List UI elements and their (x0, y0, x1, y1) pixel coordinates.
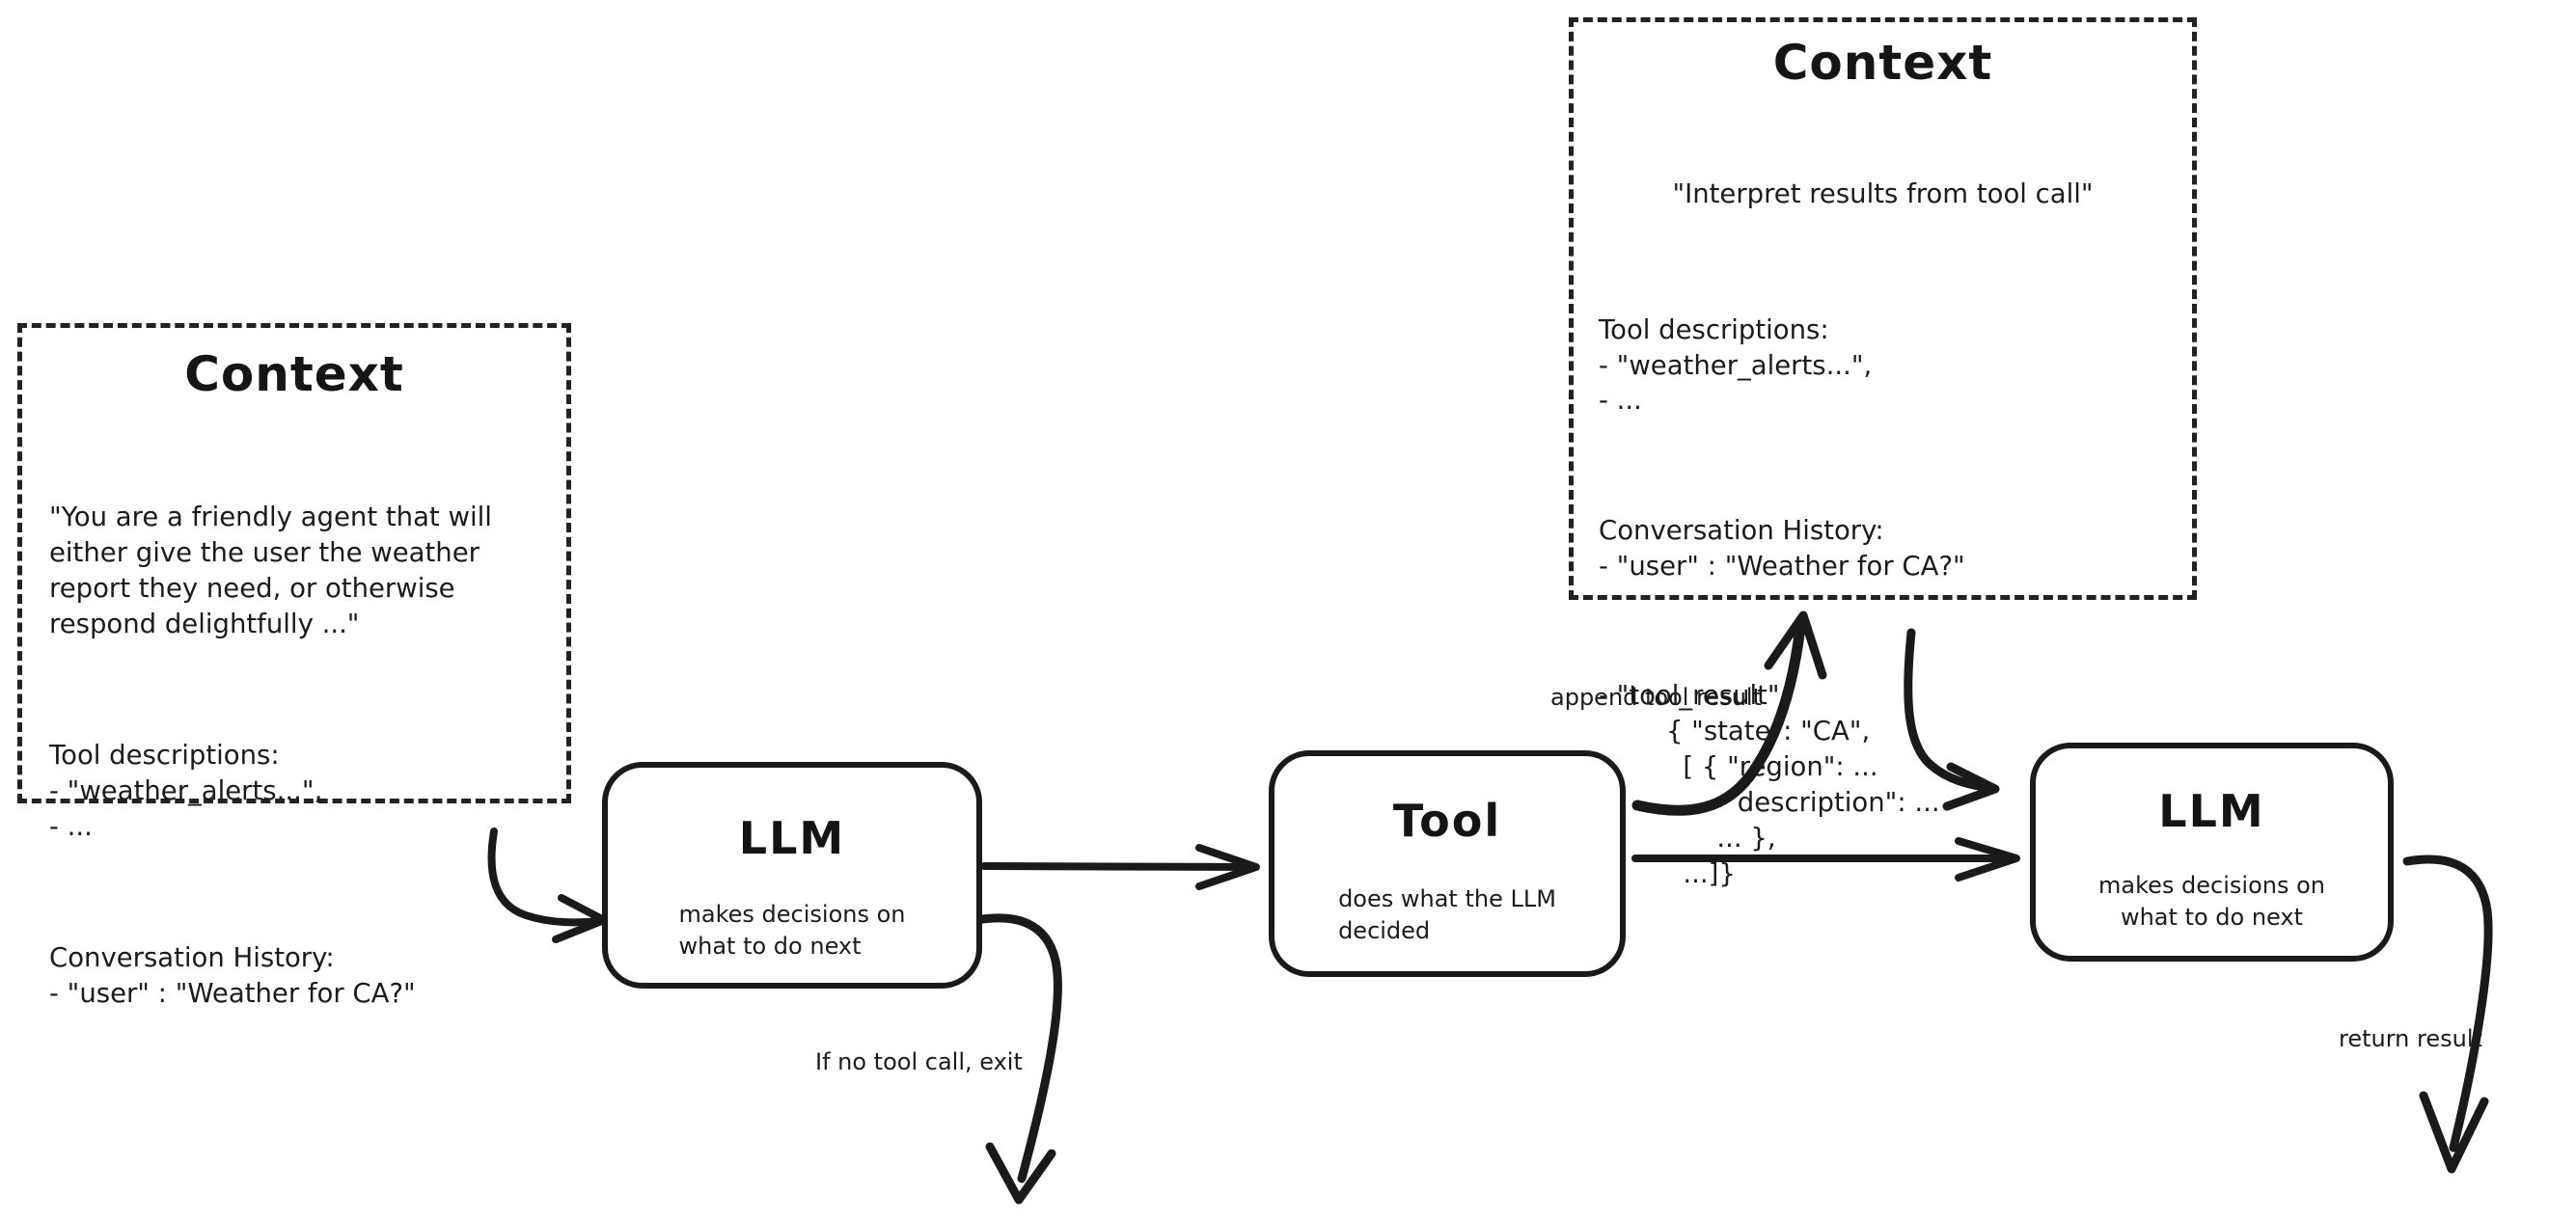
context-left-conversation-history: Conversation History: - "user" : "Weathe… (49, 942, 416, 1010)
node-llm-first-subtitle: makes decisions on what to do next (678, 901, 906, 960)
context-right-conversation-history: Conversation History: - "user" : "Weathe… (1599, 514, 1965, 582)
context-right-body: "Interpret results from tool call" Tool … (1599, 106, 2167, 963)
context-box-right: Context "Interpret results from tool cal… (1569, 17, 2197, 889)
edge-llm1-to-tool (980, 844, 1260, 890)
context-left-title: Context (184, 346, 404, 402)
node-tool-subtitle: does what the LLM decided (1338, 885, 1556, 944)
context-left-body: "You are a friendly agent that will eith… (49, 429, 539, 1083)
node-tool[interactable]: Tool does what the LLM decided (1269, 750, 1626, 977)
context-left-system-prompt: "You are a friendly agent that will eith… (49, 502, 492, 639)
edge-label-return-result: return result (2339, 1025, 2482, 1052)
edge-label-if-no-tool-call-exit: If no tool call, exit (815, 1048, 1023, 1075)
context-box-left: Context "You are a friendly agent that w… (17, 323, 571, 1009)
edge-llm2-return-result (2402, 855, 2493, 1174)
context-right-title: Context (1772, 35, 1993, 91)
edge-label-append-tool-result: append tool result (1550, 684, 1762, 711)
node-llm-first-title: LLM (738, 812, 846, 864)
node-llm-second[interactable]: LLM makes decisions on what to do next (2030, 743, 2394, 962)
context-left-tool-descriptions: Tool descriptions: - "weather_alerts..."… (49, 740, 323, 842)
context-right-system-prompt: "Interpret results from tool call" (1672, 178, 2094, 210)
node-llm-second-title: LLM (2158, 785, 2265, 837)
context-right-tool-result: - "tool_result": { "state": "CA", [ { "r… (1599, 680, 1940, 889)
node-tool-title: Tool (1392, 795, 1502, 847)
node-llm-second-subtitle: makes decisions on what to do next (2098, 872, 2325, 931)
node-llm-first[interactable]: LLM makes decisions on what to do next (602, 762, 982, 989)
context-right-tool-descriptions: Tool descriptions: - "weather_alerts..."… (1599, 313, 1873, 417)
